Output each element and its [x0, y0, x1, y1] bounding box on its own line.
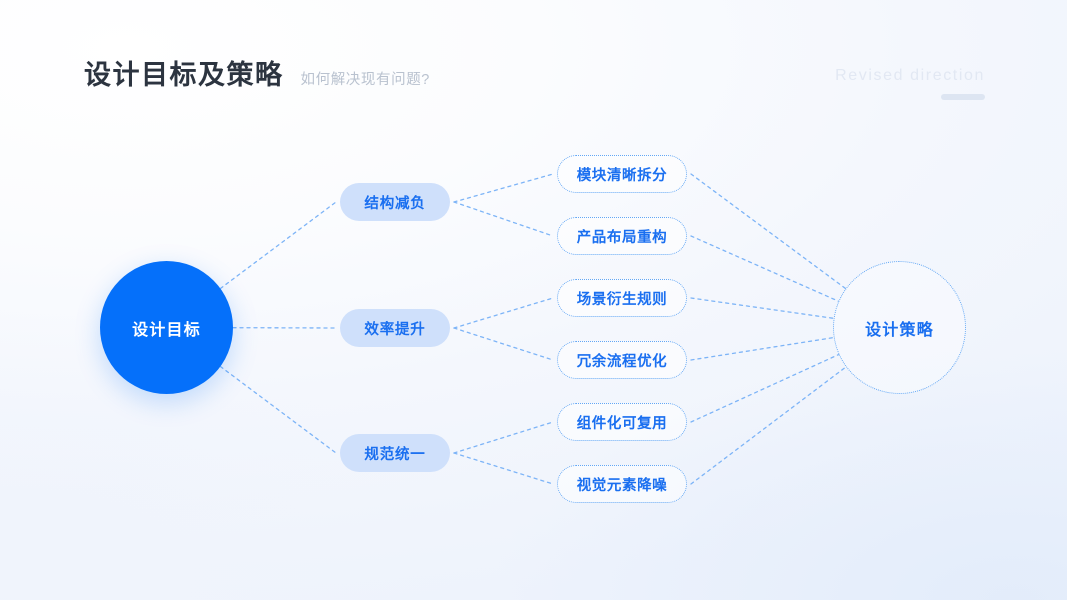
page-title: 设计目标及策略 — [84, 60, 284, 90]
connector-branch-3-to-leaf-2 — [453, 452, 554, 485]
diagram-leaf-node-1-1[interactable]: 模块清晰拆分 — [557, 155, 687, 193]
connector-branch-2-to-leaf-1 — [453, 297, 554, 329]
diagram-leaf-node-2-2[interactable]: 冗余流程优化 — [557, 341, 687, 379]
connector-leaf-1-2-to-target — [690, 235, 840, 302]
diagram-leaf-node-2-1[interactable]: 场景衍生规则 — [557, 279, 687, 317]
header: 设计目标及策略 如何解决现有问题? — [84, 62, 430, 89]
diagram-branch-node-3[interactable]: 规范统一 — [340, 434, 450, 472]
connector-branch-2-to-leaf-2 — [453, 327, 554, 361]
connector-leaf-3-1-to-target — [690, 353, 840, 423]
diagram-root-node[interactable]: 设计目标 — [100, 261, 233, 394]
diagram-leaf-node-3-1[interactable]: 组件化可复用 — [557, 403, 687, 441]
diagram-branch-node-2[interactable]: 效率提升 — [340, 309, 450, 347]
corner-label: Revised direction — [835, 68, 985, 100]
diagram-target-node[interactable]: 设计策略 — [833, 261, 966, 394]
connector-root-to-branch-1 — [219, 201, 337, 290]
connector-branch-1-to-leaf-1 — [453, 173, 554, 203]
connector-branch-1-to-leaf-2 — [453, 201, 554, 237]
diagram-branch-node-1[interactable]: 结构减负 — [340, 183, 450, 221]
page-subtitle: 如何解决现有问题? — [300, 72, 430, 88]
connector-branch-3-to-leaf-1 — [453, 421, 554, 454]
diagram-leaf-node-3-2[interactable]: 视觉元素降噪 — [557, 465, 687, 503]
connector-leaf-3-2-to-target — [690, 366, 847, 485]
connector-leaf-2-1-to-target — [690, 297, 835, 320]
corner-label-underline — [941, 94, 985, 100]
diagram-leaf-node-1-2[interactable]: 产品布局重构 — [557, 217, 687, 255]
connector-leaf-2-2-to-target — [690, 336, 835, 361]
connector-root-to-branch-3 — [219, 365, 337, 454]
corner-label-text: Revised direction — [835, 67, 985, 84]
connector-leaf-1-1-to-target — [690, 173, 847, 290]
